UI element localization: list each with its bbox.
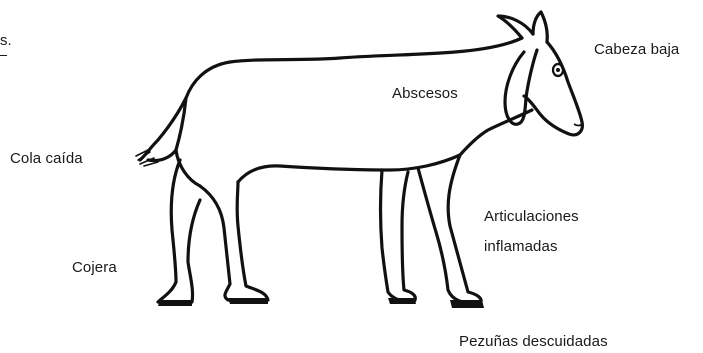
- label-joints-line1: Articulaciones: [484, 206, 579, 228]
- hoof-4: [450, 300, 484, 308]
- belly: [238, 155, 460, 182]
- label-tail: Cola caída: [10, 148, 83, 170]
- label-abscesses: Abscesos: [392, 83, 458, 105]
- horn-back: [498, 16, 533, 38]
- label-head: Cabeza baja: [594, 39, 679, 61]
- front-leg-back: [381, 170, 416, 302]
- hoof-2: [228, 298, 268, 304]
- head-outline: [524, 42, 582, 135]
- rear-leg-front: [200, 182, 268, 300]
- label-hooves: Pezuñas descuidadas: [459, 331, 608, 353]
- ear: [505, 50, 537, 124]
- horn-front: [533, 12, 547, 42]
- label-lameness: Cojera: [72, 257, 117, 279]
- label-joints-line2: inflamadas: [484, 236, 558, 258]
- rear-thigh: [176, 150, 200, 186]
- front-leg-front: [418, 155, 481, 304]
- hoof-3: [388, 298, 416, 304]
- hoof-1: [158, 300, 192, 306]
- throat: [460, 110, 532, 155]
- back-line: [186, 38, 522, 98]
